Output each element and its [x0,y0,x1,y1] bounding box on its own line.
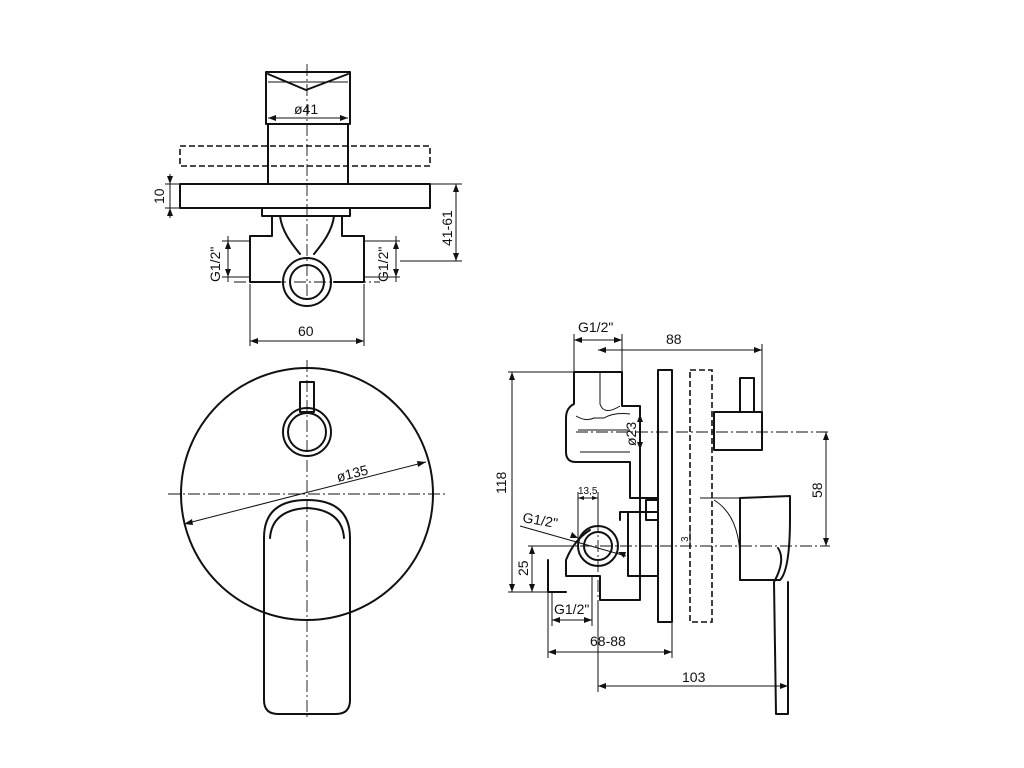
wall-hidden [179,145,431,167]
body-top-block [565,371,641,499]
front-view: ø135 [168,360,446,720]
dim-g12-outlet: G1/2" [521,509,559,531]
lever-side-lower [773,547,789,715]
diverter-pin [739,377,755,413]
wall-side-hidden [689,369,713,623]
dim-diameter-23: ø23 [623,422,639,446]
dim-g12-bottom: G1/2" [554,601,589,617]
diverter-knob-inner [287,412,327,452]
dim-103: 103 [682,669,706,685]
top-view: ø41 10 G1/2" G1/2" [151,64,462,346]
rosette-plate [179,183,431,209]
rosette-side [657,369,673,623]
valve-neck [279,215,335,255]
dim-60: 60 [298,323,314,339]
spindle [267,123,349,185]
cartridge-ring [645,499,659,521]
diverter-side [713,411,763,451]
dim-41-61: 41-61 [439,210,455,246]
dim-g12-top: G1/2" [578,319,613,335]
dim-25: 25 [515,560,531,576]
dim-3: 3 [680,536,691,542]
cartridge-nut [627,511,659,577]
dim-13-5: 13,5 [578,486,598,497]
dim-diameter-135: ø135 [335,462,370,485]
dim-118: 118 [493,471,509,494]
dim-diameter-41: ø41 [294,101,318,117]
diverter-knob-outer [282,407,332,457]
dim-88: 88 [666,331,682,347]
side-view: G1/2" 88 118 ø23 58 13,5 G1/2" [493,319,830,715]
lever-handle [263,499,351,715]
knob-notch [267,73,349,91]
dim-68-88: 68-88 [590,633,626,649]
dim-58: 58 [809,482,825,498]
dim-10: 10 [151,188,167,204]
lever-side-upper [739,495,791,581]
dim-g12-right: G1/2" [375,247,391,282]
outlet-flange [547,559,567,593]
dim-g12-left: G1/2" [207,247,223,282]
collar [261,207,351,217]
lever-top-edge [269,507,345,539]
